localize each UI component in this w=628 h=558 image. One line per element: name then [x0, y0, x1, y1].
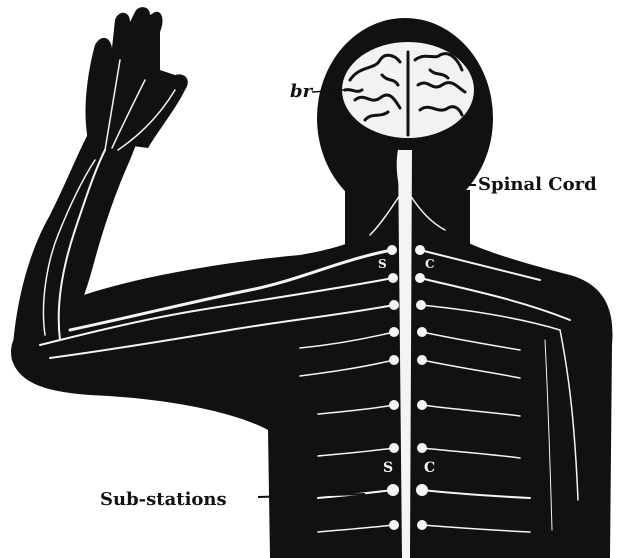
- spinal-cord-label: Spinal Cord: [478, 174, 597, 195]
- sc-lower-s-label: S: [383, 460, 393, 476]
- hand: [86, 7, 188, 148]
- sc-lower-c-label: C: [424, 460, 435, 476]
- sc-upper-s-label: S: [378, 257, 387, 271]
- substations-label: Sub-stations: [100, 489, 227, 510]
- brain: [342, 42, 474, 138]
- sc-upper-c-label: C: [425, 257, 435, 271]
- brain-label: br: [290, 81, 314, 102]
